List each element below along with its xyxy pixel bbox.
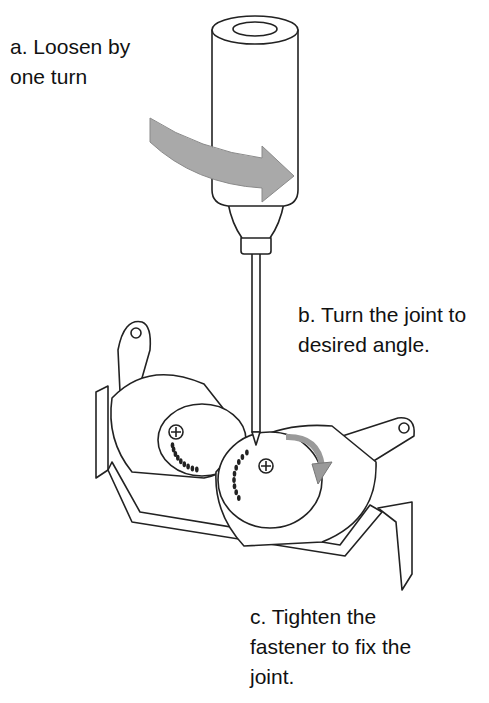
fastener [259, 459, 273, 473]
angle-mark [232, 477, 236, 483]
angle-mark [191, 465, 195, 471]
angle-mark [233, 471, 237, 477]
right-foot [378, 502, 412, 590]
handle-cap [233, 22, 277, 36]
angle-mark [245, 449, 249, 455]
angle-mark [237, 495, 241, 501]
angle-mark [233, 483, 237, 489]
step-c-label: c. Tighten the fastener to fix the joint… [250, 602, 450, 692]
angle-mark [237, 459, 241, 465]
mount-hole [399, 423, 409, 433]
rotation-arrow [150, 118, 294, 202]
left-plate [96, 386, 108, 478]
angle-mark [183, 461, 187, 467]
joint-face [218, 432, 322, 528]
joint-turn-arrow [286, 437, 332, 484]
handle-top [212, 16, 298, 44]
fastener [169, 425, 183, 439]
angle-mark [171, 442, 175, 448]
mount-hole [131, 328, 141, 338]
tip [252, 432, 260, 445]
fastener-slot [171, 427, 181, 437]
angle-mark [179, 458, 183, 464]
arrow-arc [286, 437, 322, 466]
angle-mark [234, 489, 238, 495]
grip [228, 203, 284, 238]
step-b-label: b. Turn the joint to desired angle. [298, 300, 483, 360]
step-a-label: a. Loosen by one turn [10, 32, 160, 92]
angle-mark [195, 467, 199, 473]
right-joint [216, 425, 376, 546]
fastener-slot [261, 461, 271, 471]
shaft [252, 252, 260, 432]
angle-marks [171, 442, 249, 501]
angle-mark [186, 464, 190, 470]
angle-mark [241, 454, 245, 460]
arrow-head [312, 462, 332, 484]
angle-mark [234, 465, 238, 471]
screwdriver [212, 16, 298, 445]
